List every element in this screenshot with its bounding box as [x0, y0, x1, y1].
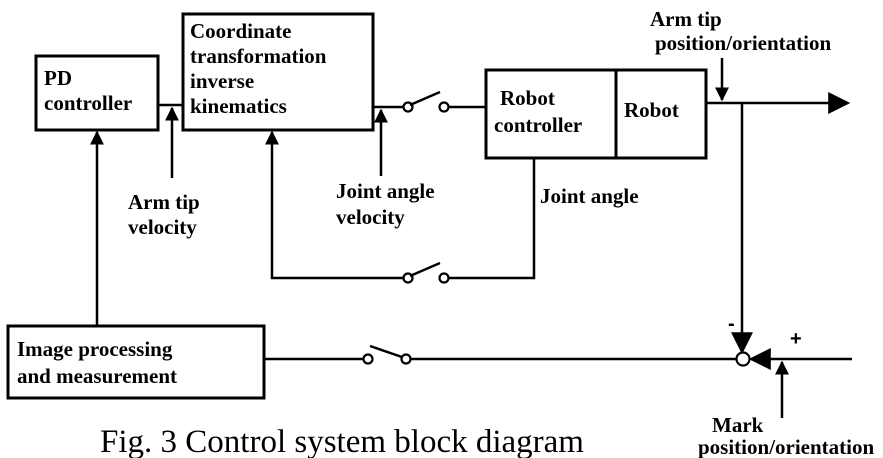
- robot-label: Robot: [624, 98, 679, 122]
- svg-text:Coordinate transformatio: Coordinate transformation inverse kinema…: [190, 19, 332, 118]
- joint-angle-label: Joint angle: [540, 184, 639, 208]
- wire-joint-angle-feedback-left: [265, 130, 404, 280]
- plus-sign: +: [790, 328, 802, 350]
- robot-controller-label-2: controller: [494, 113, 582, 137]
- svg-text:Robot controller: Robot controller: [494, 86, 582, 137]
- pd-controller-block: PD controller: [34, 54, 160, 132]
- summing-junction: [735, 351, 751, 367]
- coordinate-transformation-block: Coordinate transformation inverse kinema…: [181, 12, 375, 132]
- robot-controller-block: Robot controller: [484, 68, 618, 160]
- minus-sign: -: [728, 313, 735, 335]
- arm-tip-velocity-label-1: Arm tip: [128, 190, 200, 214]
- svg-text:Arm tip velocity: Arm tip velocity: [128, 190, 205, 239]
- figure-caption: Fig. 3 Control system block diagram: [100, 424, 584, 458]
- mark-position-label-1: Mark: [712, 413, 764, 437]
- svg-text:Mark position/orientation: Mark position/orientation: [698, 413, 875, 458]
- arm-tip-position-label-1: Arm tip: [650, 7, 722, 31]
- coord-label-3: inverse: [190, 69, 254, 93]
- svg-text:PD controller: PD controller: [44, 66, 132, 115]
- coord-label-4: kinematics: [190, 94, 287, 118]
- arm-tip-velocity-label-2: velocity: [128, 215, 197, 239]
- robot-block: Robot: [614, 68, 708, 160]
- joint-angle-velocity-label-2: velocity: [336, 205, 405, 229]
- pd-controller-label-1: PD: [44, 66, 72, 90]
- pd-controller-label-2: controller: [44, 91, 132, 115]
- coord-label-1: Coordinate: [190, 19, 292, 43]
- svg-text:Image processing and mea: Image processing and measurement: [17, 337, 178, 388]
- arm-tip-position-label-2: position/orientation: [655, 31, 832, 55]
- image-processing-label-2: and measurement: [17, 364, 177, 388]
- switch-2: [402, 261, 450, 284]
- switch-3: [362, 344, 412, 365]
- joint-angle-velocity-label-1: Joint angle: [336, 179, 435, 203]
- svg-text:Arm tip position/orientati: Arm tip position/orientation: [650, 7, 832, 55]
- mark-position-label-2: position/orientation: [698, 435, 875, 458]
- svg-text:Joint angle velocity: Joint angle velocity: [336, 179, 440, 229]
- coord-label-2: transformation: [190, 44, 327, 68]
- robot-controller-label-1: Robot: [500, 86, 555, 110]
- switch-1: [402, 90, 450, 113]
- image-processing-block: Image processing and measurement: [6, 324, 266, 400]
- image-processing-label-1: Image processing: [17, 337, 173, 361]
- wire-joint-angle-feedback-right: [448, 158, 536, 280]
